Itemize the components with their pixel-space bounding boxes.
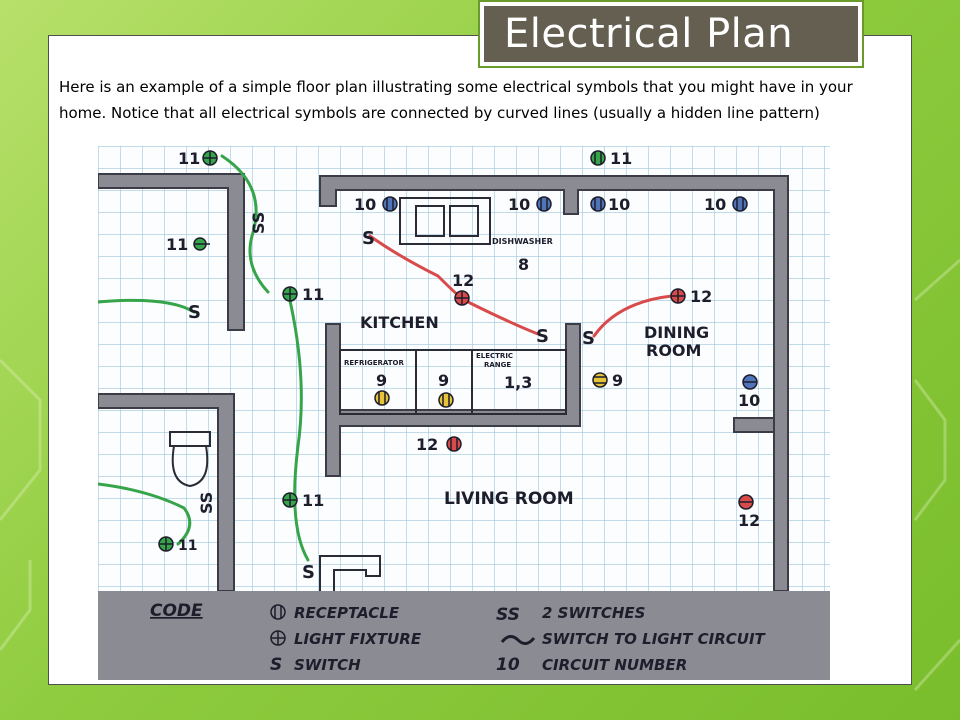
circuit-9-b: 9 [438, 371, 449, 390]
dishwasher-label: DISHWASHER [492, 237, 553, 246]
green-wire-main [286, 290, 310, 562]
receptacle-10-a [382, 196, 398, 212]
switch-ss-bottom: SS [197, 492, 216, 514]
light-fixture-11-low [282, 492, 298, 508]
legend-receptacle-icon [270, 604, 286, 620]
wall-dining-stub [733, 417, 775, 433]
circuit-9-c: 9 [612, 371, 623, 390]
receptacle-10-c [590, 196, 606, 212]
receptacle-10-e [742, 374, 758, 390]
receptacle-9-a [374, 390, 390, 406]
legend-strip [98, 591, 830, 680]
circuit-11-bath: 11 [178, 538, 197, 554]
red-wire-dining [592, 294, 674, 338]
legend-switch: SWITCH [294, 656, 361, 674]
sink-basin-right [449, 205, 479, 237]
circuit-1-3: 1,3 [504, 373, 532, 392]
green-wire-bath [98, 482, 192, 546]
green-wire-top [220, 154, 270, 294]
dining-label-2: ROOM [646, 341, 701, 360]
legend-circuit-number-symbol: 10 [496, 655, 520, 675]
legend-wavy-line-icon [500, 635, 536, 645]
legend-light-fixture: LIGHT FIXTURE [294, 630, 422, 648]
circuit-11-top: 11 [178, 149, 200, 168]
switch-s-mid-a: S [536, 326, 549, 347]
counter-bottom [319, 555, 381, 591]
circuit-11-left: 11 [166, 235, 188, 254]
living-room-label: LIVING ROOM [444, 489, 574, 509]
light-fixture-12-kitchen [454, 290, 470, 306]
kitchen-label: KITCHEN [360, 313, 439, 332]
toilet [169, 431, 211, 488]
kitchen-sink [399, 197, 491, 245]
circuit-10-c: 10 [608, 195, 630, 214]
switch-ss-top: SS [249, 212, 268, 234]
slide-title: Electrical Plan [504, 11, 794, 57]
circuit-11-topright: 11 [610, 149, 632, 168]
circuit-10-d: 10 [704, 195, 726, 214]
legend-circuit-line: SWITCH TO LIGHT CIRCUIT [542, 630, 767, 648]
legend-two-switches: 2 SWITCHES [542, 604, 645, 622]
circuit-9-a: 9 [376, 371, 387, 390]
receptacle-10-b [536, 196, 552, 212]
switch-s-kitchen: S [362, 228, 375, 249]
intro-paragraph: Here is an example of a simple floor pla… [59, 78, 853, 122]
legend: CODE RECEPTACLE LIGHT FIXTURE S SWITCH S… [150, 601, 767, 675]
dining-label-1: DINING [644, 323, 709, 342]
refrigerator-label: REFRIGERATOR [344, 359, 404, 367]
title-banner: Electrical Plan [484, 6, 858, 62]
circuit-12-dining: 12 [690, 287, 712, 306]
legend-circuit-number: CIRCUIT NUMBER [542, 656, 687, 674]
legend-receptacle: RECEPTACLE [294, 604, 400, 622]
circuit-11-low: 11 [302, 491, 324, 510]
receptacle-11-topright [590, 150, 606, 166]
receptacle-9-c [592, 372, 608, 388]
fixtures-and-receptacles [158, 150, 758, 552]
switch-s-left: S [188, 302, 201, 323]
green-wire-left [98, 298, 196, 314]
legend-light-fixture-icon [270, 630, 286, 646]
electric-range-label-1: ELECTRIC [476, 352, 513, 360]
circuit-10-b: 10 [508, 195, 530, 214]
receptacle-12-living [446, 436, 462, 452]
sink-basin-left [415, 205, 445, 237]
electric-range-label-2: RANGE [484, 361, 511, 369]
receptacle-11-bath [158, 536, 174, 552]
circuit-12-right: 12 [738, 511, 760, 530]
circuit-12-living: 12 [416, 435, 438, 454]
legend-two-switches-symbol: SS [496, 605, 520, 625]
circuit-10-a: 10 [354, 195, 376, 214]
circuit-8: 8 [518, 255, 529, 274]
light-fixture-11-mid [282, 286, 298, 302]
appliance-counter [339, 349, 567, 415]
circuit-10-e: 10 [738, 391, 760, 410]
circuit-11-mid: 11 [302, 285, 324, 304]
legend-switch-symbol: S [270, 655, 282, 675]
receptacle-11-left [193, 237, 210, 251]
light-fixture-12-dining [670, 288, 686, 304]
receptacle-12-right [738, 494, 754, 510]
kitchen-fixtures [169, 197, 567, 591]
legend-heading: CODE [150, 601, 203, 621]
receptacle-9-b [438, 392, 454, 408]
receptacle-10-d [732, 196, 748, 212]
switch-s-mid-b: S [582, 328, 595, 349]
switch-s-bottom: S [302, 562, 315, 583]
title-box: Electrical Plan [478, 0, 864, 68]
floor-plan-image: DISHWASHER 8 REFRIGERATOR ELECTRIC RANGE… [98, 146, 830, 680]
light-fixture-11-top [202, 150, 218, 166]
circuit-12-kitchen: 12 [452, 271, 474, 290]
